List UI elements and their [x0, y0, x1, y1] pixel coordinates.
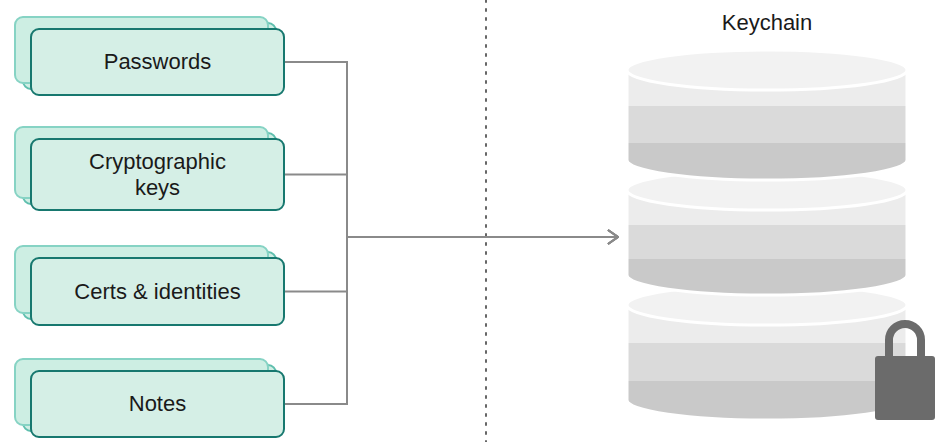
keychain-store: Keychain	[620, 10, 914, 430]
merge-connector	[285, 237, 618, 404]
card-label: Certs & identities	[74, 279, 240, 305]
keychain-cylinder	[620, 10, 914, 430]
card-label: Notes	[129, 391, 186, 417]
merge-connector	[285, 175, 618, 238]
item-card: Cryptographic keys	[30, 138, 285, 211]
item-card: Notes	[30, 370, 285, 438]
lock-shackle	[889, 324, 921, 358]
store-title: Keychain	[620, 10, 914, 36]
card-label: Passwords	[104, 49, 212, 75]
lock-body	[875, 356, 935, 420]
card-label: Cryptographic keys	[73, 149, 243, 200]
divider-line	[485, 0, 487, 442]
disk-top	[627, 50, 907, 90]
merge-connector	[285, 237, 618, 292]
merge-connector	[285, 62, 618, 237]
item-card: Certs & identities	[30, 257, 285, 326]
item-card: Passwords	[30, 28, 285, 96]
